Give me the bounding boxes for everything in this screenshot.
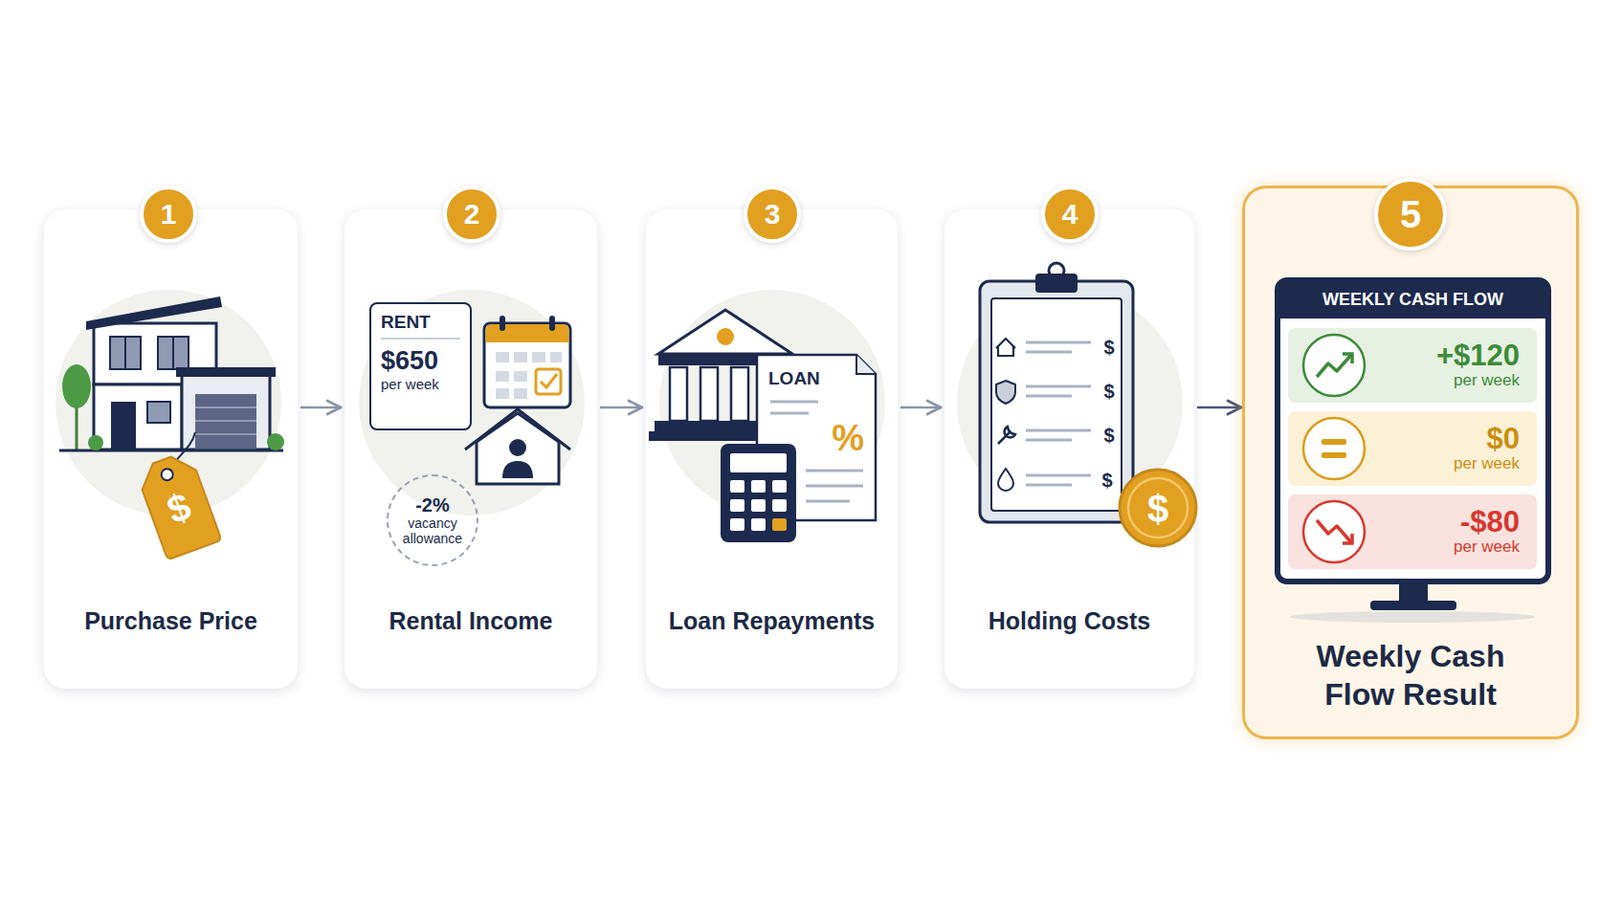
- loan-heading: LOAN: [768, 368, 865, 390]
- flow-arrow: [600, 406, 643, 410]
- cash-flow-row: -$80per week: [1288, 494, 1537, 570]
- loan-document: LOAN%: [756, 355, 876, 521]
- vacancy-note: vacancy allowance: [394, 515, 471, 547]
- rent-period: per week: [380, 376, 461, 394]
- step-title: Rental Income: [389, 606, 554, 636]
- step-number: 1: [160, 200, 178, 229]
- rent-card: RENT $650per week: [369, 302, 472, 431]
- vacancy-badge: -2%vacancy allowance: [386, 474, 479, 567]
- step-number-badge: 4: [1041, 185, 1099, 244]
- step-number: 5: [1400, 195, 1422, 234]
- cash-amount: +$120: [1436, 340, 1520, 373]
- monitor-heading: WEEKLY CASH FLOW: [1277, 289, 1549, 310]
- vacancy-percent: -2%: [415, 494, 450, 516]
- cash-amount: $0: [1487, 423, 1520, 456]
- cash-amount: -$80: [1460, 507, 1520, 539]
- step-number: 4: [1062, 200, 1079, 229]
- step-card: Loan Repayments3LOAN%: [645, 209, 898, 689]
- rent-amount: $650: [380, 347, 461, 377]
- step-card: Holding Costs4: [944, 209, 1195, 689]
- cash-period: per week: [1453, 371, 1520, 391]
- cash-flow-monitor: WEEKLY CASH FLOW+$120per week$0per week-…: [1277, 280, 1549, 582]
- step-number-badge: 2: [443, 185, 501, 244]
- cash-flow-row: $0per week: [1288, 411, 1537, 487]
- step-number-badge: 1: [139, 185, 198, 244]
- result-title: Weekly Cash Flow Result: [1295, 637, 1526, 714]
- flow-arrow: [1198, 406, 1242, 410]
- step-number: 2: [464, 200, 481, 229]
- flow-arrow: [301, 406, 341, 410]
- cash-period: per week: [1453, 537, 1520, 557]
- percent-sign: %: [768, 420, 865, 457]
- step-title: Holding Costs: [988, 606, 1151, 636]
- step-title: Purchase Price: [84, 606, 258, 636]
- cash-period: per week: [1453, 454, 1520, 474]
- cash-flow-row: +$120per week: [1288, 328, 1537, 403]
- flow-arrow: [901, 406, 941, 410]
- step-number-badge: 3: [743, 185, 801, 244]
- step-card: Rental Income2RENT$650per week-2%vacancy…: [344, 209, 598, 689]
- result-card: Weekly Cash Flow Result 5WEEKLY CASH FLOW…: [1244, 188, 1577, 737]
- step-number-badge: 5: [1374, 177, 1447, 251]
- rent-heading: RENT: [380, 311, 461, 340]
- step-title: Loan Repayments: [668, 606, 875, 636]
- step-number: 3: [764, 200, 781, 229]
- step-card: Purchase Price1: [44, 209, 298, 689]
